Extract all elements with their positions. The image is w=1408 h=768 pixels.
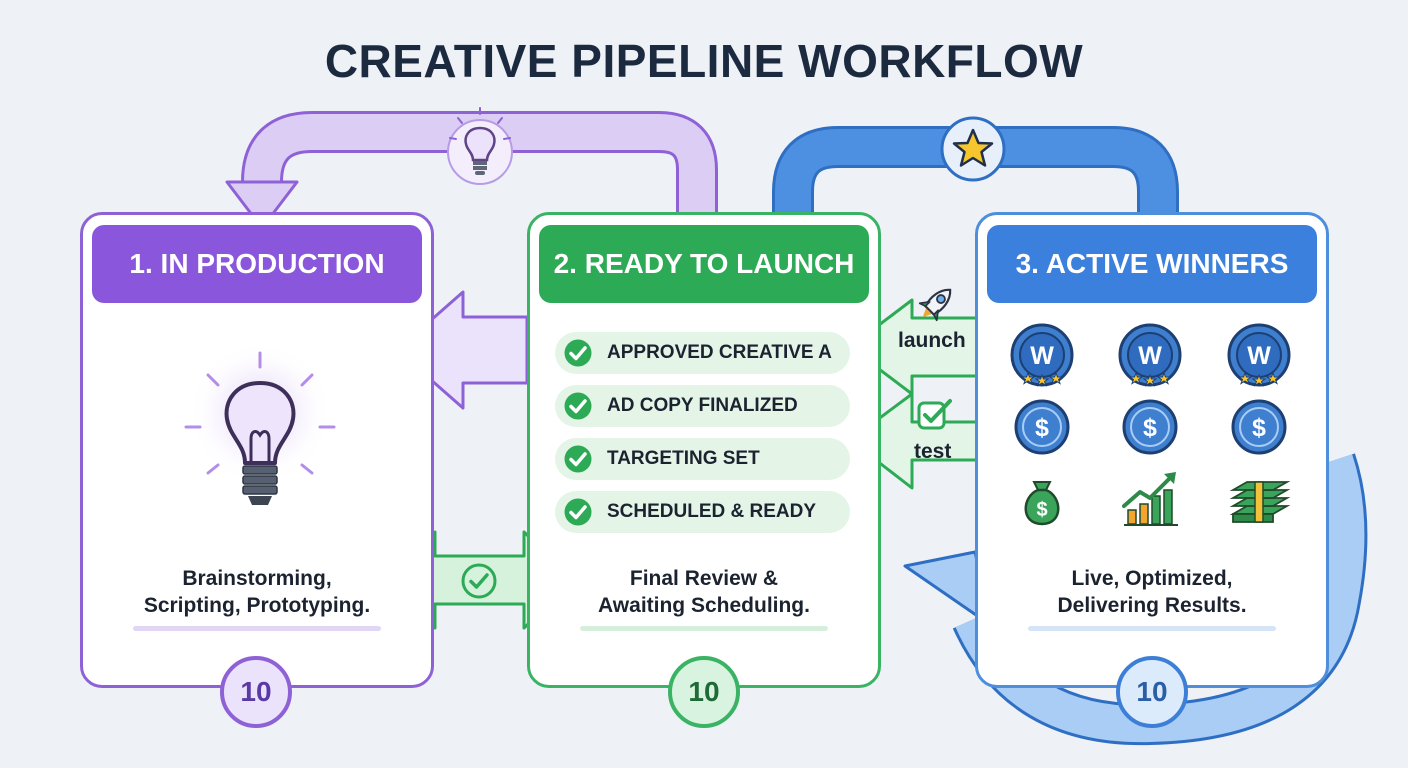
svg-text:$: $ bbox=[1143, 414, 1157, 442]
checklist-label: SCHEDULED & READY bbox=[607, 501, 817, 522]
description-line: Final Review & bbox=[629, 567, 779, 590]
svg-text:W: W bbox=[1030, 342, 1054, 370]
divider bbox=[1028, 626, 1276, 631]
stage-header: 1. IN PRODUCTION bbox=[92, 225, 422, 303]
checklist-item: SCHEDULED & READY bbox=[555, 491, 850, 533]
count-badge-ready-to-launch: 10 bbox=[668, 656, 740, 728]
description-line: Delivering Results. bbox=[1057, 594, 1247, 617]
money-bag-icon: $ bbox=[1024, 481, 1060, 526]
dollar-coin-icon: $ bbox=[1014, 399, 1070, 455]
rocket-icon bbox=[918, 288, 952, 322]
check-circle-icon bbox=[564, 392, 592, 420]
dollar-coin-icon: $ bbox=[1231, 399, 1287, 455]
lightbulb-icon bbox=[184, 348, 336, 505]
cash-stack-icon bbox=[1229, 481, 1291, 523]
divider bbox=[580, 626, 828, 631]
page-title: CREATIVE PIPELINE WORKFLOW bbox=[324, 35, 1084, 87]
checklist-label: TARGETING SET bbox=[607, 448, 760, 469]
check-circle-icon bbox=[564, 445, 592, 473]
w-medal-icon: W bbox=[1118, 323, 1182, 387]
dollar-coin-icon: $ bbox=[1122, 399, 1178, 455]
check-circle-icon bbox=[564, 498, 592, 526]
description-line: Live, Optimized, bbox=[1071, 567, 1233, 590]
stage-header: 2. READY TO LAUNCH bbox=[539, 225, 869, 303]
checklist-item: APPROVED CREATIVE A bbox=[555, 332, 850, 374]
count-badge-in-production: 10 bbox=[220, 656, 292, 728]
star-icon bbox=[940, 116, 1006, 182]
check-circle-icon bbox=[461, 563, 497, 599]
svg-text:$: $ bbox=[1252, 414, 1266, 442]
stage-card-in-production: 1. IN PRODUCTION Brainstorming, Scriptin… bbox=[80, 212, 434, 688]
description-line: Brainstorming, bbox=[182, 567, 332, 590]
stage-header: 3. ACTIVE WINNERS bbox=[987, 225, 1317, 303]
checkbox-icon bbox=[917, 399, 952, 430]
stage-description: Brainstorming, Scripting, Prototyping. bbox=[83, 565, 431, 619]
svg-text:W: W bbox=[1138, 342, 1162, 370]
count-badge-active-winners: 10 bbox=[1116, 656, 1188, 728]
stage-description: Live, Optimized, Delivering Results. bbox=[978, 565, 1326, 619]
description-line: Awaiting Scheduling. bbox=[598, 594, 810, 617]
w-medal-icon: W bbox=[1010, 323, 1074, 387]
check-circle-icon bbox=[564, 339, 592, 367]
svg-text:W: W bbox=[1247, 342, 1271, 370]
svg-text:$: $ bbox=[1036, 499, 1047, 521]
launch-label: launch bbox=[898, 329, 966, 352]
checklist-label: AD COPY FINALIZED bbox=[607, 395, 798, 416]
lightbulb-icon bbox=[447, 107, 513, 185]
divider bbox=[133, 626, 381, 631]
checklist-label: APPROVED CREATIVE A bbox=[607, 342, 832, 363]
checklist-item: TARGETING SET bbox=[555, 438, 850, 480]
stage-description: Final Review & Awaiting Scheduling. bbox=[530, 565, 878, 619]
svg-text:$: $ bbox=[1035, 414, 1049, 442]
test-label: test bbox=[914, 440, 952, 463]
description-line: Scripting, Prototyping. bbox=[143, 594, 371, 617]
w-medal-icon: W bbox=[1227, 323, 1291, 387]
checklist-item: AD COPY FINALIZED bbox=[555, 385, 850, 427]
growth-chart-icon bbox=[1122, 472, 1178, 526]
